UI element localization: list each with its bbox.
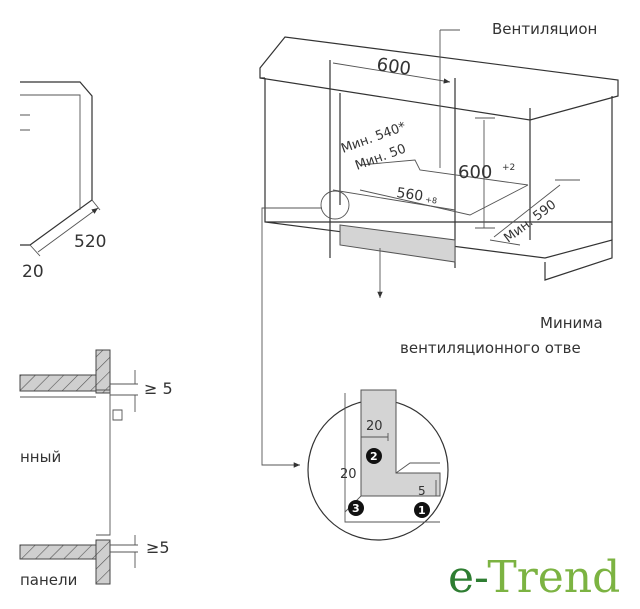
detail-circle: 20 20 5 1 2 3: [307, 389, 449, 541]
cabinet-drawing: Вентиляцион 600 Мин. 540* Мин. 50 600 +2…: [259, 20, 619, 468]
min-caption-line1: Минима: [540, 314, 603, 332]
detail-dim-top: 20: [366, 419, 383, 434]
section-label-bottom: панели: [20, 571, 77, 589]
marker-2: 2: [366, 448, 382, 464]
side-section: ≥ 5 ≥5 нный панели: [19, 349, 173, 589]
width-600-label: 600: [375, 54, 412, 80]
svg-text:e-Trend: e-Trend: [448, 552, 620, 603]
svg-text:2: 2: [370, 450, 378, 463]
offset-20-label: 20: [22, 262, 44, 282]
height-tolerance: +2: [502, 163, 515, 173]
height-600-label: 600: [458, 162, 492, 183]
marker-1: 1: [414, 502, 430, 518]
svg-text:3: 3: [352, 502, 360, 515]
svg-text:1: 1: [418, 504, 426, 517]
detail-dim-gap: 5: [418, 484, 426, 498]
width-tolerance: +8: [425, 195, 438, 206]
min-caption-line2: вентиляционного отве: [400, 339, 581, 357]
width-560-label: 560: [395, 185, 424, 205]
ventilation-label: Вентиляцион: [492, 20, 597, 38]
left-oven-partial: 520 20: [20, 81, 106, 282]
detail-dim-left: 20: [340, 467, 357, 482]
marker-3: 3: [348, 500, 364, 516]
depth-520-label: 520: [74, 232, 106, 252]
section-label-mid: нный: [20, 448, 61, 466]
e-trend-logo: e-Trend: [448, 552, 620, 603]
gap-bottom-label: ≥5: [146, 538, 170, 557]
gap-top-label: ≥ 5: [144, 379, 173, 398]
